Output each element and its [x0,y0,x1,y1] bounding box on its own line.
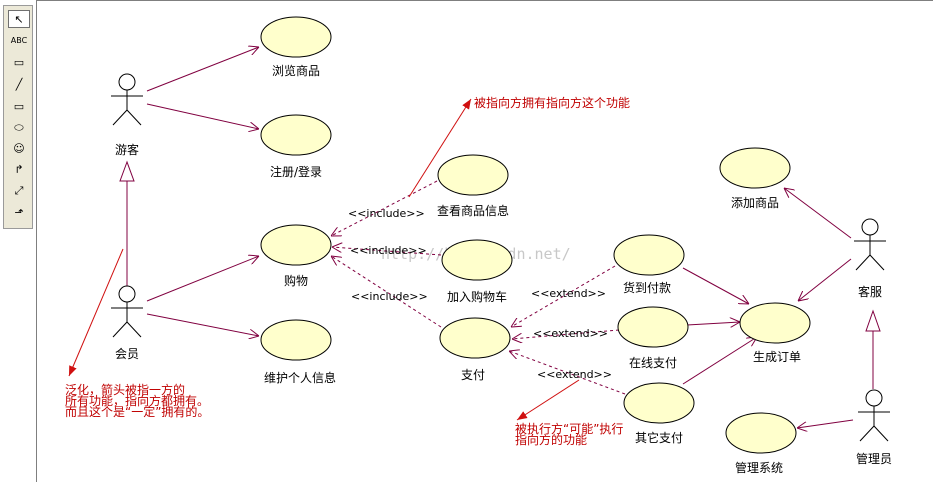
note-generalization-line2: 所有功能，指向方都拥有。 [65,393,209,408]
generalization-head-support [865,309,881,332]
include-pay [331,256,442,328]
usecase-register[interactable] [260,114,332,156]
usecase-register-label: 注册/登录 [270,164,322,179]
note-arrow-extend [516,379,580,421]
note-generalization-line1: 泛化，箭头被指一方的 [65,382,185,397]
usecase-online-pay[interactable] [617,306,689,348]
stereotype-extend-online: <<extend>> [533,327,608,340]
tool-palette: ↖ ABC ▭ ╱ ▭ ⬭ ☺ ↱ ⤢ ⬏ [3,5,33,229]
stereotype-extend-other: <<extend>> [537,368,612,381]
usecase-add-cart-label: 加入购物车 [447,289,507,304]
usecase-browse[interactable] [260,16,332,58]
tool-package-icon[interactable]: ▭ [13,100,25,113]
assoc-cod-order [682,267,749,304]
note-generalization-line3: 而且这个是“一定”拥有的。 [65,404,209,419]
diagram-canvas[interactable]: http://blog.csdn.net/ [36,0,933,482]
tool-text-icon[interactable]: ABC [10,36,28,45]
usecase-shopping-label: 购物 [284,273,308,288]
usecase-order-label: 生成订单 [753,350,801,364]
extend-cod [511,265,616,327]
usecase-order[interactable] [739,302,811,344]
note-arrow-generalization [68,248,124,377]
assoc-support-order [798,258,852,301]
actor-admin[interactable] [858,389,890,442]
usecase-add-goods[interactable] [719,147,791,189]
assoc-admin-manage [797,419,854,428]
actor-member[interactable] [111,285,143,338]
usecase-maintain-label: 维护个人信息 [264,370,336,385]
usecase-manage-label: 管理系统 [735,460,783,475]
tool-dependency-icon[interactable]: ⤢ [14,184,24,197]
note-arrow-include [408,98,472,198]
usecase-pay[interactable] [439,317,511,359]
actor-visitor[interactable] [111,73,143,126]
stereotype-include-view: <<include>> [348,207,425,220]
actor-support-label: 客服 [858,284,882,299]
usecase-shopping[interactable] [260,224,332,266]
usecase-maintain[interactable] [260,319,332,361]
usecase-other-pay[interactable] [623,382,695,424]
assoc-support-add-goods [784,188,852,239]
usecase-add-goods-label: 添加商品 [731,195,779,210]
assoc-other-order [682,337,757,385]
tool-pointer-icon[interactable]: ↖ [8,10,30,28]
actor-member-label: 会员 [115,347,139,361]
usecase-view-info-label: 查看商品信息 [437,203,509,218]
include-add-cart [332,247,442,256]
note-extend-line2: 指向方的功能 [515,432,587,447]
assoc-member-maintain [146,313,259,336]
usecase-cod[interactable] [613,234,685,276]
tool-line-icon[interactable]: ╱ [15,78,23,91]
stereotype-include-pay: <<include>> [351,290,428,303]
actor-support[interactable] [854,218,886,271]
note-include: 被指向方拥有指向方这个功能 [474,95,630,110]
note-extend-line1: 被执行方“可能”执行 [515,421,623,436]
note-generalization: 泛化，箭头被指一方的 所有功能，指向方都拥有。 而且这个是“一定”拥有的。 [65,382,213,419]
usecase-manage[interactable] [725,412,797,454]
usecase-cod-label: 货到付款 [623,280,671,295]
stereotype-include-cart: <<include>> [350,244,427,257]
assoc-visitor-register [146,103,259,129]
assoc-visitor-browse [146,47,259,92]
stereotype-extend-cod: <<extend>> [531,287,606,300]
usecase-view-info[interactable] [437,154,509,196]
tool-use-case-icon[interactable]: ⬭ [14,121,24,134]
tool-generalization-icon[interactable]: ⬏ [14,206,24,219]
tool-note-icon[interactable]: ▭ [13,56,25,69]
extend-other [509,351,626,395]
usecase-online-pay-label: 在线支付 [629,356,677,370]
tool-actor-icon[interactable]: ☺ [13,142,25,155]
usecase-pay-label: 支付 [461,368,485,382]
assoc-online-order [686,322,740,325]
usecase-other-pay-label: 其它支付 [635,430,683,445]
usecase-browse-label: 浏览商品 [272,63,320,78]
note-extend: 被执行方“可能”执行 指向方的功能 [515,421,627,447]
generalization-head-visitor [119,160,135,182]
actor-visitor-label: 游客 [115,142,139,157]
include-view-info [331,180,438,236]
usecase-add-cart[interactable] [441,239,513,281]
tool-association-icon[interactable]: ↱ [14,163,24,176]
assoc-member-shopping [146,256,259,302]
actor-admin-label: 管理员 [856,451,892,466]
